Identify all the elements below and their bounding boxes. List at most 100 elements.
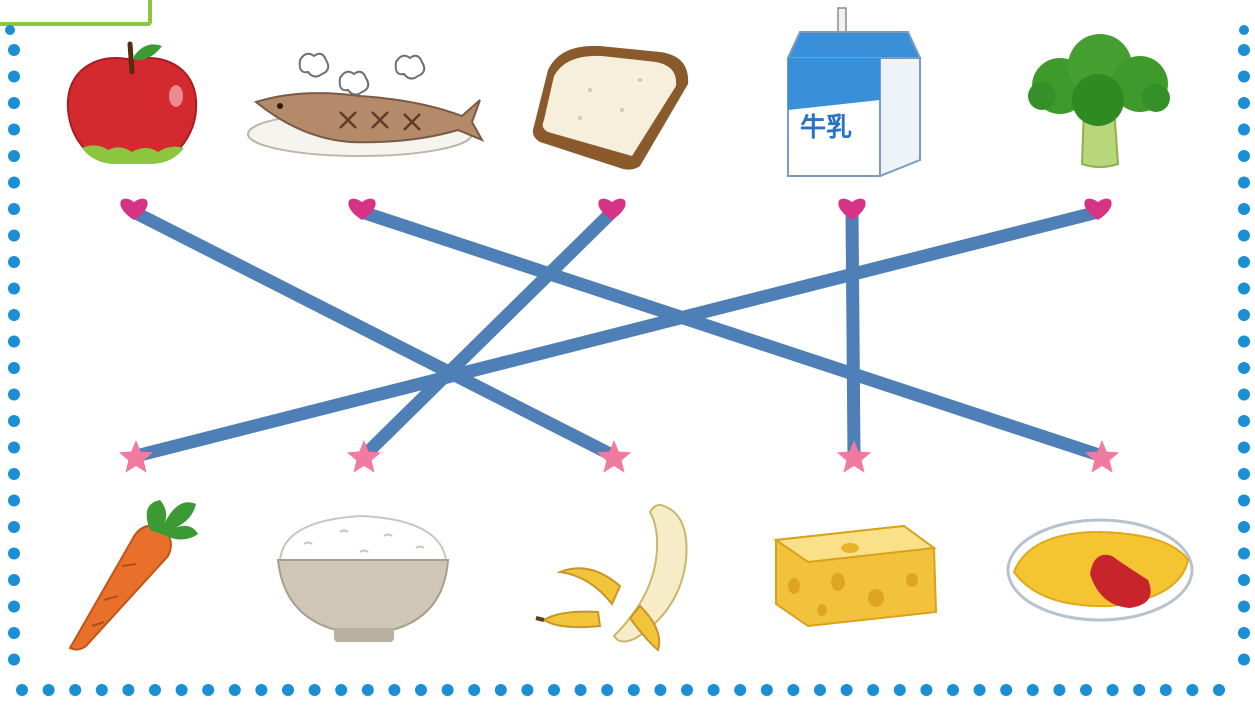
border-dot: [8, 176, 20, 189]
border-dot: [16, 684, 28, 696]
broccoli-icon: [1028, 34, 1170, 168]
border-dot: [867, 684, 880, 696]
border-dot: [1238, 521, 1250, 533]
milk-carton-icon: 牛乳: [786, 7, 922, 178]
border-dot: [574, 684, 587, 696]
border-dot: [1186, 684, 1199, 696]
border-dot: [1238, 494, 1250, 507]
border-dot: [8, 97, 20, 109]
connection-line: [845, 205, 861, 463]
border-dot: [1026, 684, 1039, 696]
border-dot: [1238, 468, 1250, 480]
border-dot: [1238, 123, 1250, 136]
top-markers: [120, 198, 1112, 220]
border-dot: [95, 684, 108, 696]
heart-marker-grilled-fish[interactable]: [348, 198, 376, 220]
border-dot: [734, 684, 747, 696]
border-dot: [149, 684, 161, 696]
border-dot: [973, 684, 986, 696]
grilled-fish-icon: [247, 52, 485, 157]
border-dot: [468, 684, 481, 696]
dotted-border: [5, 25, 1250, 696]
border-dot: [8, 282, 20, 295]
border-dot: [1239, 25, 1249, 35]
border-dot: [122, 684, 135, 696]
border-dot: [1238, 282, 1250, 295]
border-dot: [1238, 441, 1250, 454]
connection-line: [129, 205, 1105, 463]
border-dot: [8, 574, 20, 586]
border-dot: [8, 600, 20, 613]
border-dot: [1238, 97, 1250, 109]
border-dot: [654, 684, 667, 696]
border-dot: [8, 468, 20, 480]
heart-marker-milk-carton[interactable]: [838, 198, 866, 220]
bottom-markers: [118, 440, 1120, 473]
bread-slice-icon: [532, 45, 689, 170]
border-dot: [441, 684, 454, 696]
border-dot: [707, 684, 720, 696]
border-dot: [1238, 203, 1250, 215]
border-dot: [8, 150, 20, 162]
star-marker-rice-bowl[interactable]: [346, 440, 382, 473]
border-dot: [8, 388, 20, 401]
star-marker-carrot[interactable]: [118, 440, 154, 473]
border-dot: [1238, 70, 1250, 83]
border-dot: [1238, 150, 1250, 162]
heart-marker-apple[interactable]: [120, 198, 148, 220]
heart-marker-broccoli[interactable]: [1084, 198, 1112, 220]
border-dot: [1238, 229, 1250, 242]
border-dot: [787, 684, 800, 696]
border-dot: [760, 684, 773, 696]
border-dot: [920, 684, 933, 696]
border-dot: [8, 415, 20, 427]
border-dot: [8, 627, 20, 639]
border-dot: [228, 684, 241, 696]
border-dot: [282, 684, 294, 696]
border-dot: [1238, 547, 1250, 560]
border-dot: [1238, 600, 1250, 613]
milk-label: 牛乳: [800, 113, 852, 143]
connection-line: [127, 205, 621, 463]
heart-marker-bread-slice[interactable]: [598, 198, 626, 220]
connection-lines: [127, 205, 1109, 463]
border-dot: [8, 335, 20, 348]
cheese-icon: [773, 524, 938, 628]
star-marker-cheese[interactable]: [836, 440, 872, 473]
border-dot: [1000, 684, 1013, 696]
carrot-icon: [68, 500, 198, 651]
border-dot: [42, 684, 55, 696]
border-dot: [548, 684, 560, 696]
border-dot: [1238, 627, 1250, 639]
corner-tab: [0, 0, 152, 26]
border-dot: [1238, 256, 1250, 268]
border-dot: [814, 684, 826, 696]
border-dot: [1238, 362, 1250, 374]
border-dot: [8, 494, 20, 507]
border-dot: [1238, 44, 1250, 56]
border-dot: [308, 684, 321, 696]
border-dot: [627, 684, 640, 696]
star-marker-banana[interactable]: [596, 440, 632, 473]
border-dot: [5, 25, 15, 35]
omelette-rice-icon: [1006, 518, 1194, 622]
star-marker-omelette-rice[interactable]: [1084, 440, 1120, 473]
rice-bowl-icon: [276, 514, 450, 642]
border-dot: [388, 684, 401, 696]
border-dot: [255, 684, 268, 696]
border-dot: [840, 684, 853, 696]
border-dot: [361, 684, 374, 696]
banana-icon: [535, 503, 688, 652]
border-dot: [681, 684, 693, 696]
border-dot: [8, 123, 20, 136]
border-dot: [8, 547, 20, 560]
border-dot: [1053, 684, 1066, 696]
border-dot: [8, 70, 20, 83]
border-dot: [1159, 684, 1172, 696]
border-dot: [1133, 684, 1146, 696]
border-dot: [8, 203, 20, 215]
border-dot: [8, 653, 20, 666]
apple-icon: [66, 41, 198, 164]
border-dot: [1238, 335, 1250, 348]
